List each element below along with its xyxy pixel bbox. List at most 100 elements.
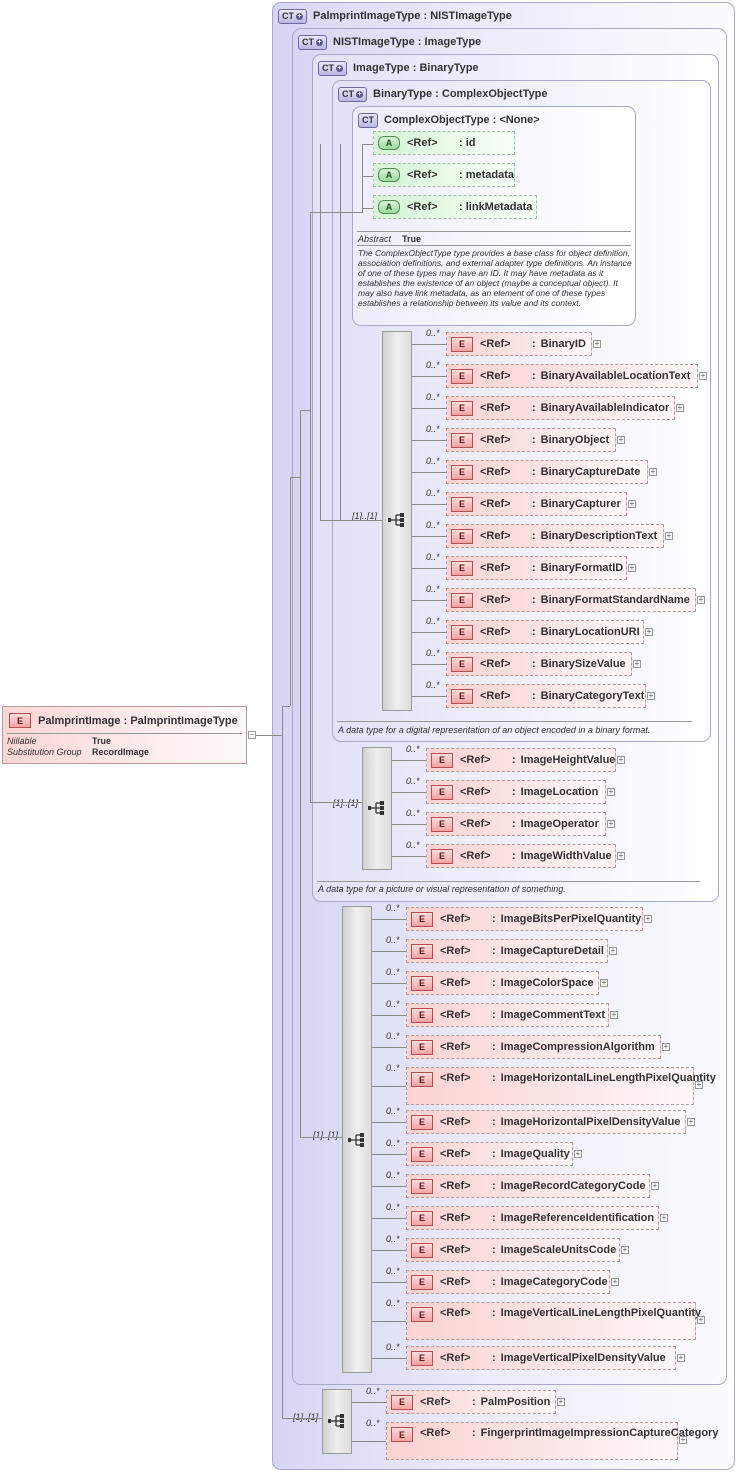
element-image-operator[interactable]: E<Ref>:ImageOperator xyxy=(426,812,606,836)
element-image-width-value[interactable]: E<Ref>:ImageWidthValue xyxy=(426,844,616,868)
ref-label: <Ref> xyxy=(480,658,511,670)
ref-label: <Ref> xyxy=(440,977,471,989)
element-image-height-value[interactable]: E<Ref>:ImageHeightValue xyxy=(426,748,616,772)
connector-line xyxy=(392,824,426,825)
expand-toggle[interactable]: + xyxy=(621,1245,629,1254)
element-image-color-space[interactable]: E<Ref>:ImageColorSpace xyxy=(406,971,599,995)
expand-toggle[interactable]: + xyxy=(677,1353,685,1362)
element-icon: E xyxy=(411,1242,433,1258)
element-binary-available-location-text[interactable]: E<Ref>:BinaryAvailableLocationText xyxy=(446,364,698,388)
element-binary-category-text[interactable]: E<Ref>:BinaryCategoryText xyxy=(446,684,646,708)
element-name: BinaryDescriptionText xyxy=(540,530,658,542)
ref-label: <Ref> xyxy=(440,1148,471,1160)
expand-toggle[interactable]: + xyxy=(628,499,636,508)
expand-toggle[interactable]: + xyxy=(695,1080,703,1089)
attribute-metadata[interactable]: A<Ref>: metadata xyxy=(373,163,515,187)
element-image-capture-detail[interactable]: E<Ref>:ImageCaptureDetail xyxy=(406,939,608,963)
element-binary-capturer[interactable]: E<Ref>:BinaryCapturer xyxy=(446,492,627,516)
element-binary-format-id[interactable]: E<Ref>:BinaryFormatID xyxy=(446,556,627,580)
element-image-category-code[interactable]: E<Ref>:ImageCategoryCode xyxy=(406,1270,610,1294)
expand-toggle[interactable]: + xyxy=(697,1315,705,1324)
element-image-quality[interactable]: E<Ref>:ImageQuality xyxy=(406,1142,573,1166)
element-palm-position[interactable]: E<Ref>:PalmPosition xyxy=(386,1390,556,1414)
root-element-palmprint-image[interactable]: E PalmprintImage : PalmprintImageType Ni… xyxy=(2,706,247,764)
element-binary-object[interactable]: E<Ref>:BinaryObject xyxy=(446,428,616,452)
element-icon: E xyxy=(451,368,473,384)
expand-toggle[interactable]: + xyxy=(607,819,615,828)
element-image-bits-per-pixel-quantity[interactable]: E<Ref>:ImageBitsPerPixelQuantity xyxy=(406,907,643,931)
expand-toggle[interactable]: + xyxy=(651,1181,659,1190)
element-fingerprint-image-impression-capture-category[interactable]: E<Ref>:FingerprintImageImpressionCapture… xyxy=(386,1422,718,1460)
attribute-id[interactable]: A<Ref>: id xyxy=(373,131,515,155)
element-image-compression-algorithm[interactable]: E<Ref>:ImageCompressionAlgorithm xyxy=(406,1035,661,1059)
element-image-scale-units-code[interactable]: E<Ref>:ImageScaleUnitsCode xyxy=(406,1238,620,1262)
expand-toggle[interactable]: + xyxy=(645,627,653,636)
element-name: ImageScaleUnitsCode xyxy=(500,1244,617,1256)
element-binary-description-text[interactable]: E<Ref>:BinaryDescriptionText xyxy=(446,524,664,548)
expand-toggle[interactable]: + xyxy=(644,914,652,923)
expand-toggle[interactable]: + xyxy=(662,1042,670,1051)
expand-toggle[interactable]: + xyxy=(628,563,636,572)
element-image-location[interactable]: E<Ref>:ImageLocation xyxy=(426,780,606,804)
expand-toggle[interactable]: + xyxy=(611,1277,619,1286)
expand-toggle[interactable]: + xyxy=(665,531,673,540)
expand-toggle[interactable]: + xyxy=(679,1435,687,1444)
expand-toggle[interactable]: + xyxy=(647,691,655,700)
element-name: ImageHeightValue xyxy=(520,754,616,766)
element-image-horizontal-line-length-pixel-quantity[interactable]: E<Ref>:ImageHorizontalLineLengthPixelQua… xyxy=(406,1067,716,1105)
expand-toggle[interactable]: + xyxy=(593,339,601,348)
element-icon: E xyxy=(411,1274,433,1290)
element-image-reference-identification[interactable]: E<Ref>:ImageReferenceIdentification xyxy=(406,1206,659,1230)
expand-toggle[interactable]: + xyxy=(557,1397,565,1406)
attribute-linkmetadata[interactable]: A<Ref>: linkMetadata xyxy=(373,195,537,219)
element-name: ImageQuality xyxy=(500,1148,570,1160)
expand-toggle[interactable]: + xyxy=(600,978,608,987)
element-image-horizontal-pixel-density-value[interactable]: E<Ref>:ImageHorizontalPixelDensityValue xyxy=(406,1110,686,1134)
expand-toggle[interactable]: + xyxy=(610,1010,618,1019)
sequence-nist-multiplicity: [1]..[1] xyxy=(313,1130,339,1140)
image-type-documentation: A data type for a picture or visual repr… xyxy=(318,884,566,894)
expand-toggle[interactable]: + xyxy=(697,595,705,604)
element-icon: E xyxy=(9,713,31,728)
element-icon: E xyxy=(411,1178,433,1194)
root-collapse-toggle[interactable]: − xyxy=(248,730,256,739)
expand-toggle[interactable]: + xyxy=(617,851,625,860)
expand-toggle[interactable]: + xyxy=(609,946,617,955)
expand-toggle[interactable]: + xyxy=(633,659,641,668)
connector-line xyxy=(300,1137,342,1138)
expand-toggle[interactable]: + xyxy=(687,1117,695,1126)
element-image-comment-text[interactable]: E<Ref>:ImageCommentText xyxy=(406,1003,609,1027)
connector-line xyxy=(372,1122,406,1123)
abstract-key: Abstract xyxy=(358,234,392,244)
element-icon: E xyxy=(451,656,473,672)
sequence-binary[interactable] xyxy=(382,331,412,711)
expand-toggle[interactable]: + xyxy=(607,787,615,796)
element-binary-size-value[interactable]: E<Ref>:BinarySizeValue xyxy=(446,652,632,676)
connector-line xyxy=(372,1015,406,1016)
type-base: ComplexObjectType xyxy=(441,88,548,100)
element-image-vertical-line-length-pixel-quantity[interactable]: E<Ref>:ImageVerticalLineLengthPixelQuant… xyxy=(406,1302,701,1340)
expand-toggle[interactable]: + xyxy=(617,755,625,764)
element-image-record-category-code[interactable]: E<Ref>:ImageRecordCategoryCode xyxy=(406,1174,650,1198)
element-binary-location-uri[interactable]: E<Ref>:BinaryLocationURI xyxy=(446,620,644,644)
element-multiplicity: 0..* xyxy=(366,1386,380,1396)
element-binary-available-indicator[interactable]: E<Ref>:BinaryAvailableIndicator xyxy=(446,396,675,420)
element-binary-capture-date[interactable]: E<Ref>:BinaryCaptureDate xyxy=(446,460,648,484)
attribute-icon: A xyxy=(378,136,400,150)
ref-label: <Ref> xyxy=(460,850,491,862)
expand-toggle[interactable]: + xyxy=(649,467,657,476)
expand-toggle[interactable]: + xyxy=(676,403,684,412)
element-icon: E xyxy=(451,592,473,608)
expand-toggle[interactable]: + xyxy=(574,1149,582,1158)
ref-label: <Ref> xyxy=(440,1180,471,1192)
element-binary-format-standard-name[interactable]: E<Ref>:BinaryFormatStandardName xyxy=(446,588,696,612)
connector-line xyxy=(352,1402,386,1403)
expand-toggle[interactable]: + xyxy=(699,371,707,380)
element-name: BinaryAvailableIndicator xyxy=(540,402,670,414)
sequence-icon xyxy=(368,801,384,815)
element-image-vertical-pixel-density-value[interactable]: E<Ref>:ImageVerticalPixelDensityValue xyxy=(406,1346,676,1370)
element-binary-id[interactable]: E<Ref>:BinaryID xyxy=(446,332,592,356)
element-icon: E xyxy=(411,1350,433,1366)
expand-toggle[interactable]: + xyxy=(660,1213,668,1222)
expand-toggle[interactable]: + xyxy=(617,435,625,444)
